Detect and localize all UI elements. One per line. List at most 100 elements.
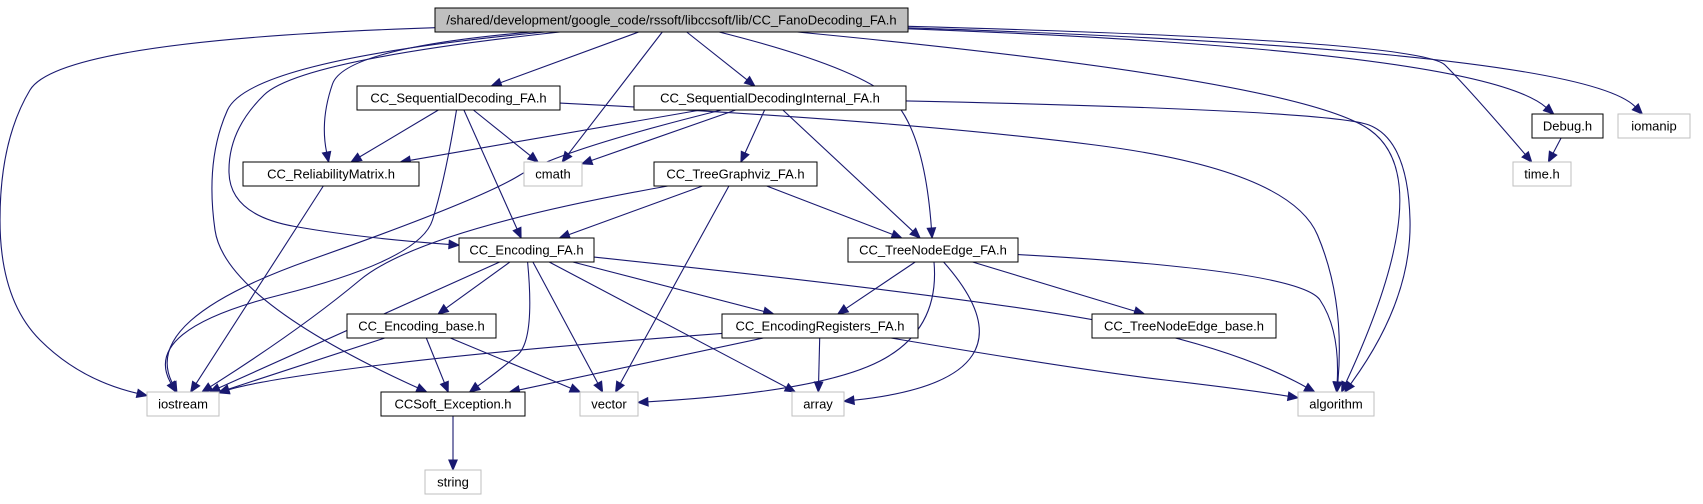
edge-treegv-to-iostream — [210, 185, 668, 388]
node-ccsexc[interactable]: CCSoft_Exception.h — [380, 391, 526, 417]
edge-encreg-to-iostream — [228, 332, 723, 391]
node-seqint[interactable]: CC_SequentialDecodingInternal_FA.h — [633, 85, 907, 111]
node-encbase[interactable]: CC_Encoding_base.h — [346, 313, 497, 339]
edge-debug-to-timeh — [1552, 137, 1562, 154]
node-root[interactable]: /shared/development/google_code/rssoft/l… — [434, 7, 909, 33]
edge-seqdec-to-encfa — [463, 109, 518, 230]
node-vector: vector — [579, 391, 639, 417]
edge-encreg-to-array — [818, 337, 821, 383]
arrowhead-encreg-to-algorithm — [1286, 391, 1300, 402]
node-tnefa[interactable]: CC_TreeNodeEdge_FA.h — [847, 237, 1019, 263]
node-algorithm: algorithm — [1297, 391, 1375, 417]
node-box-vector — [579, 391, 639, 417]
node-label-ccsexc: CCSoft_Exception.h — [394, 397, 511, 412]
edge-seqint-to-iostream — [166, 109, 722, 384]
node-debug[interactable]: Debug.h — [1531, 113, 1604, 139]
edge-root-to-iomanip — [907, 27, 1636, 108]
node-box-iostream — [146, 391, 220, 417]
edge-root-to-debug — [907, 28, 1547, 108]
arrowhead-root-to-debug — [1542, 103, 1555, 115]
edge-encreg-to-algorithm — [890, 337, 1289, 397]
arrowhead-encreg-to-array — [813, 381, 824, 394]
node-label-string: string — [437, 475, 469, 490]
node-string: string — [424, 469, 482, 495]
edge-encfa-to-algorithm — [593, 256, 1307, 388]
arrowhead-root-to-seqdec — [490, 77, 503, 88]
node-box-root — [434, 7, 909, 33]
edge-encfa-to-array — [548, 261, 787, 388]
edge-root-to-seqint — [686, 31, 748, 81]
edge-root-to-tnefa — [718, 31, 932, 229]
edge-root-to-cmath — [567, 31, 663, 155]
node-iomanip: iomanip — [1617, 113, 1691, 139]
arrowhead-encfa-to-ccsexc — [468, 381, 482, 393]
edge-tnefa-to-encreg — [845, 261, 916, 309]
arrowhead-root-to-iostream — [135, 388, 149, 399]
arrowhead-treegv-to-iostream — [200, 382, 214, 393]
arrowhead-encfa-to-algorithm — [1303, 382, 1316, 393]
node-tnebase[interactable]: CC_TreeNodeEdge_base.h — [1091, 313, 1277, 339]
arrowhead-tnefa-to-encreg — [836, 303, 850, 315]
arrowhead-treegv-to-encfa — [558, 229, 572, 240]
arrowhead-treegv-to-tnefa — [890, 229, 904, 239]
node-label-treegv: CC_TreeGraphviz_FA.h — [666, 167, 804, 182]
arrowhead-root-to-ccsexc — [415, 383, 428, 393]
node-label-cmath: cmath — [535, 167, 570, 182]
node-treegv[interactable]: CC_TreeGraphviz_FA.h — [653, 161, 818, 187]
arrowhead-seqint-to-cmath — [580, 155, 594, 166]
node-box-treegv — [653, 161, 818, 187]
node-label-tnebase: CC_TreeNodeEdge_base.h — [1104, 319, 1264, 334]
arrowhead-tnefa-to-vector — [636, 396, 649, 407]
edge-encreg-to-ccsexc — [519, 337, 764, 391]
arrowhead-root-to-encfa — [448, 239, 461, 250]
arrowhead-relmat-to-iostream — [190, 380, 201, 394]
edge-relmat-to-iostream — [195, 185, 324, 384]
node-label-seqint: CC_SequentialDecodingInternal_FA.h — [660, 91, 880, 106]
edge-treegv-to-encfa — [568, 185, 703, 236]
node-box-cmath — [523, 161, 583, 187]
arrowhead-encbase-to-vector — [568, 383, 582, 393]
arrowhead-root-to-tnefa — [926, 227, 937, 240]
edge-seqint-to-relmat — [410, 109, 701, 161]
node-box-array — [791, 391, 845, 417]
node-box-tnefa — [847, 237, 1019, 263]
node-relmat[interactable]: CC_ReliabilityMatrix.h — [242, 161, 420, 187]
edge-encbase-to-vector — [450, 337, 572, 389]
arrowhead-ccsexc-to-string — [448, 459, 458, 472]
arrowhead-seqint-to-iostream — [167, 380, 178, 394]
edge-root-to-timeh — [907, 25, 1526, 155]
arrowhead-seqint-to-algorithm — [1344, 380, 1356, 394]
edge-encbase-to-ccsexc — [425, 337, 445, 383]
node-box-iomanip — [1617, 113, 1691, 139]
node-label-array: array — [803, 397, 833, 412]
arrowhead-tnefa-to-array — [842, 395, 855, 406]
node-box-encbase — [346, 313, 497, 339]
edge-tnefa-to-vector — [647, 261, 936, 403]
node-timeh: time.h — [1512, 161, 1572, 187]
edge-treegv-to-tnefa — [766, 185, 893, 235]
edge-seqint-to-treegv — [744, 109, 766, 154]
arrowhead-root-to-seqint — [743, 75, 756, 87]
node-encfa[interactable]: CC_Encoding_FA.h — [458, 237, 595, 263]
node-label-root: /shared/development/google_code/rssoft/l… — [446, 13, 896, 28]
edge-treegv-to-vector — [619, 185, 730, 384]
node-label-algorithm: algorithm — [1309, 397, 1362, 412]
node-box-encfa — [458, 237, 595, 263]
node-label-iostream: iostream — [158, 397, 208, 412]
node-encreg[interactable]: CC_EncodingRegisters_FA.h — [721, 313, 919, 339]
node-label-debug: Debug.h — [1543, 119, 1592, 134]
node-seqdec[interactable]: CC_SequentialDecoding_FA.h — [356, 85, 561, 111]
node-box-relmat — [242, 161, 420, 187]
edge-seqdec-to-relmat — [359, 109, 439, 158]
edge-root-to-algorithm — [797, 31, 1401, 384]
node-label-iomanip: iomanip — [1631, 119, 1677, 134]
edge-root-to-encfa — [228, 31, 561, 245]
node-box-encreg — [721, 313, 919, 339]
arrowhead-encreg-to-iostream — [217, 384, 231, 395]
arrowhead-encfa-to-encbase — [437, 303, 450, 315]
edge-tnefa-to-tnebase — [972, 261, 1135, 312]
node-box-string — [424, 469, 482, 495]
node-label-seqdec: CC_SequentialDecoding_FA.h — [370, 91, 546, 106]
arrowhead-seqint-to-treegv — [740, 150, 750, 164]
node-box-seqint — [633, 85, 907, 111]
